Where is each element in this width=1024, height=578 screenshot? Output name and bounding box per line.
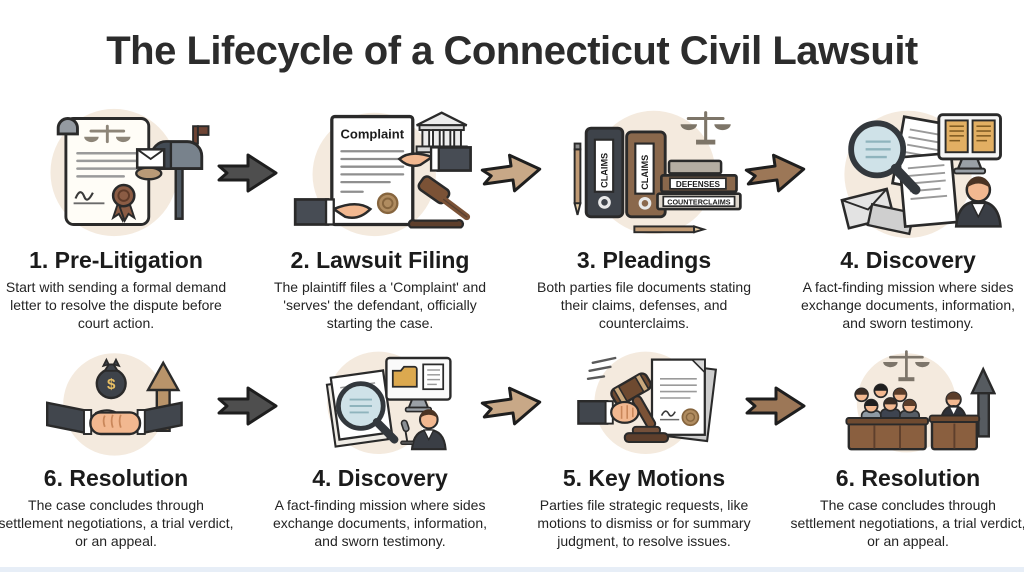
key-motions-illustration — [556, 340, 732, 462]
fist-hand-icon — [577, 400, 640, 425]
serving-hand-icon — [397, 146, 472, 172]
sound-block-icon — [623, 425, 670, 444]
right-arrow-icon — [480, 153, 542, 193]
step-heading: 6. Resolution — [835, 465, 981, 491]
gavel-icon — [610, 372, 657, 430]
step-description: A fact-finding mission where sides excha… — [800, 279, 1015, 332]
complaint-document-icon: Complaint — [330, 114, 415, 227]
defenses-label: DEFENSES — [676, 180, 721, 189]
step-heading: 6. Resolution — [43, 465, 189, 491]
signature-squiggle — [74, 191, 94, 201]
step-heading: 4. Discovery — [312, 465, 448, 491]
scales-icon — [84, 124, 131, 144]
step-card-pre-litigation: 1. Pre-Litigation Start with sending a f… — [4, 94, 228, 340]
complaint-label: Complaint — [341, 127, 405, 142]
resolution-illustration: $ — [28, 340, 204, 462]
monitor-icon — [385, 356, 452, 413]
flow-arrow-2 — [480, 94, 542, 340]
pleadings-illustration: CLAIMS CLAIMS DEFENSES — [538, 94, 750, 244]
flow-arrow-3 — [744, 94, 806, 340]
step-card-key-motions: 5. Key Motions Parties file strategic re… — [532, 340, 756, 578]
binders-books-icon: CLAIMS CLAIMS DEFENSES — [573, 110, 742, 235]
step-description: The case concludes through settlement ne… — [0, 497, 234, 550]
handshake-settlement-icon: $ — [46, 353, 183, 456]
step-heading: 2. Lawsuit Filing — [290, 247, 470, 273]
step-heading: 1. Pre-Litigation — [29, 247, 203, 273]
flow-arrow-1 — [217, 94, 278, 340]
step-description: The plaintiff files a 'Complaint' and 's… — [273, 279, 487, 332]
step-description: The case concludes through settlement ne… — [790, 497, 1024, 550]
books-stack-icon: DEFENSES COUNTERCLAIMS — [656, 159, 742, 211]
money-bag-icon: $ — [95, 357, 127, 400]
claims-binder-brown-icon: CLAIMS — [625, 130, 667, 219]
counterclaims-label: COUNTERCLAIMS — [667, 197, 731, 206]
jury-box-icon — [845, 417, 929, 451]
right-arrow-icon — [744, 153, 806, 193]
gavel-icon — [407, 175, 471, 229]
gavel-motion-icon — [577, 351, 718, 454]
step-description: Parties file strategic requests, like mo… — [537, 497, 751, 550]
handshake-icon — [46, 401, 183, 436]
claims-label: CLAIMS — [599, 153, 609, 188]
monitor-icon — [937, 113, 1002, 175]
magnifier-monitor-icon — [325, 351, 452, 454]
steps-grid: 1. Pre-Litigation Start with sending a f… — [0, 94, 1024, 578]
step-description: A fact-finding mission where sides excha… — [272, 497, 487, 550]
step-card-pleadings: CLAIMS CLAIMS DEFENSES — [532, 94, 756, 340]
pre-litigation-illustration — [10, 94, 222, 244]
witness-person-icon — [954, 176, 1002, 228]
right-arrow-icon — [217, 386, 278, 426]
claims-label: CLAIMS — [640, 155, 650, 190]
seal-ribbon-icon — [111, 183, 137, 223]
step-card-resolution-left: $ — [0, 340, 234, 578]
step-card-discovery-bottom: 4. Discovery A fact-finding mission wher… — [268, 340, 492, 578]
flow-arrow-6 — [745, 340, 806, 578]
judge-bench-icon — [928, 414, 981, 451]
demand-letter-mailbox-icon — [50, 108, 210, 237]
right-arrow-icon — [480, 386, 542, 426]
envelope-icon — [135, 148, 166, 169]
up-arrow-icon — [970, 366, 996, 438]
step-card-lawsuit-filing: Complaint — [268, 94, 492, 340]
magnifier-icon — [336, 381, 399, 444]
step-description: Both parties file documents stating thei… — [536, 279, 751, 332]
discovery-illustration-2 — [292, 340, 468, 462]
pencil-vertical-icon — [573, 142, 582, 216]
receiving-hand-icon — [293, 198, 373, 226]
step-heading: 3. Pleadings — [576, 247, 712, 273]
letter-text-lines — [76, 151, 139, 178]
bottom-edge-strip — [0, 567, 1024, 572]
magnifier-icon — [848, 120, 921, 195]
resolution-courtroom-illustration — [820, 340, 996, 462]
pencil-horizontal-icon — [633, 225, 708, 234]
right-arrow-icon — [745, 386, 806, 426]
lawsuit-filing-illustration: Complaint — [274, 94, 486, 244]
claims-binder-dark-icon: CLAIMS — [584, 126, 625, 219]
paper-icon — [897, 151, 959, 229]
step-description: Start with sending a formal demand lette… — [5, 279, 227, 332]
scales-icon — [883, 350, 930, 382]
step-heading: 4. Discovery — [840, 247, 976, 273]
discovery-illustration — [802, 94, 1014, 244]
page-title: The Lifecycle of a Connecticut Civil Law… — [106, 29, 918, 73]
scales-icon — [680, 111, 731, 145]
magnifier-documents-icon — [840, 110, 1002, 238]
dollar-sign-label: $ — [107, 376, 116, 393]
complaint-serving-icon: Complaint — [293, 111, 472, 237]
step-heading: 5. Key Motions — [562, 465, 726, 491]
flow-arrow-5 — [480, 340, 542, 578]
speed-lines — [586, 356, 617, 380]
motion-document-icon — [650, 358, 706, 436]
courtroom-icon — [845, 350, 996, 453]
step-card-resolution-right: 6. Resolution The case concludes through… — [790, 340, 1024, 578]
scroll-document-icon — [56, 117, 151, 226]
flow-arrow-4 — [217, 340, 278, 578]
right-arrow-icon — [217, 153, 278, 193]
step-card-discovery-top: 4. Discovery A fact-finding mission wher… — [796, 94, 1020, 340]
witness-microphone-icon — [400, 409, 447, 451]
